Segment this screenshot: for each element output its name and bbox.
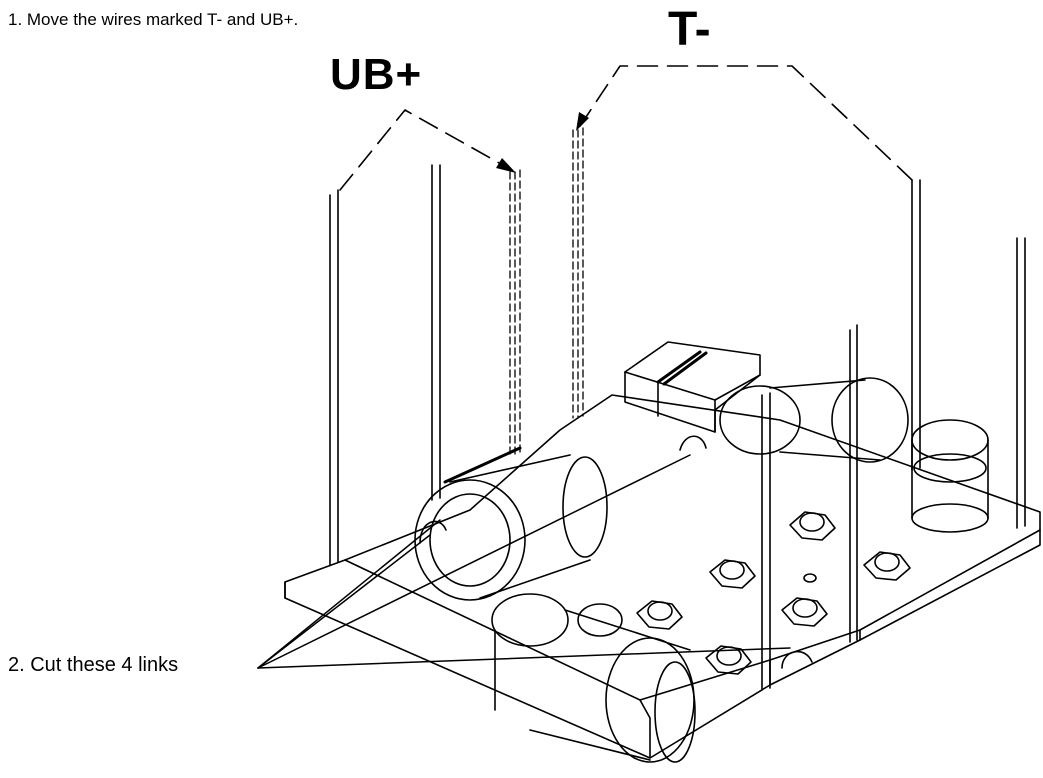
moved-wires-dashed xyxy=(509,127,584,456)
circuit-board xyxy=(284,394,1041,759)
hex-nut xyxy=(705,645,752,675)
cylinder-component-right xyxy=(911,419,989,533)
hex-nut xyxy=(789,511,836,541)
wire-label-t-minus: T- xyxy=(668,3,711,56)
pointer-lines xyxy=(257,454,791,669)
hex-nut xyxy=(781,597,828,627)
hex-nuts xyxy=(636,511,911,675)
wire-links xyxy=(419,435,813,669)
cylinder-components-bottom xyxy=(491,593,696,763)
rectangular-component xyxy=(624,341,761,433)
instruction-step-1: 1. Move the wires marked T- and UB+. xyxy=(8,10,299,29)
instruction-step-2: 2. Cut these 4 links xyxy=(8,654,179,676)
arrowheads xyxy=(496,112,589,173)
leader-lines xyxy=(339,65,913,191)
hex-nut xyxy=(863,551,911,581)
cylinder-capacitor-top-right xyxy=(719,377,909,463)
wire-label-ub-plus: UB+ xyxy=(330,50,423,99)
hex-nut xyxy=(636,600,683,630)
hex-nut xyxy=(709,559,756,589)
hole xyxy=(803,573,817,583)
